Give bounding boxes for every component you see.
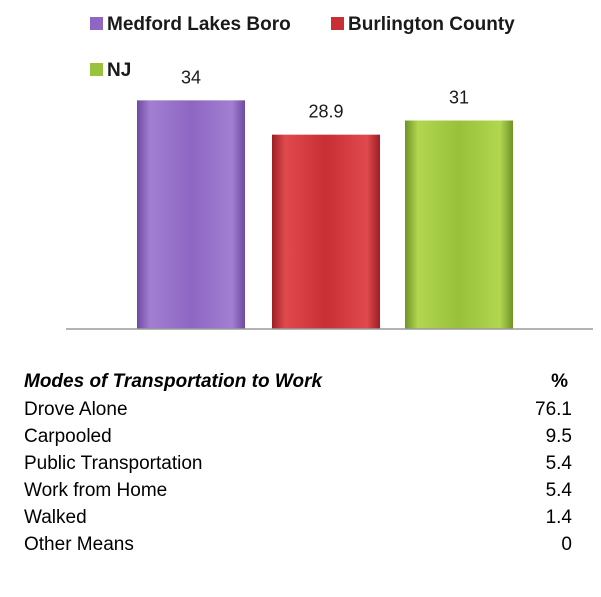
- mode-column-header: Modes of Transportation to Work: [24, 370, 323, 392]
- percent-cell: 0: [561, 534, 572, 555]
- legend-label-medford-lakes-boro: Medford Lakes Boro: [107, 14, 291, 35]
- legend-swatch-nj: [90, 63, 103, 76]
- percent-cell: 76.1: [535, 399, 572, 420]
- bar-burlington-county: [272, 134, 380, 329]
- table-row: Public Transportation 5.4: [24, 450, 572, 477]
- legend-swatch-burlington-county: [331, 17, 344, 30]
- data-label-burlington-county: 28.9: [308, 102, 343, 122]
- legend-label-nj: NJ: [107, 60, 131, 81]
- table-header-row: Modes of Transportation to Work %: [24, 366, 572, 396]
- transportation-modes-table: Modes of Transportation to Work % Drove …: [24, 366, 572, 558]
- mode-cell: Work from Home: [24, 480, 168, 501]
- mode-cell: Public Transportation: [24, 453, 203, 474]
- mode-cell: Carpooled: [24, 426, 112, 447]
- table-row: Walked 1.4: [24, 504, 572, 531]
- bar-series: 34 28.9 31: [137, 67, 513, 330]
- mode-cell: Drove Alone: [24, 399, 128, 420]
- percent-cell: 5.4: [545, 453, 572, 474]
- table-row: Drove Alone 76.1: [24, 396, 572, 423]
- table-row: Work from Home 5.4: [24, 477, 572, 504]
- percent-column-header: %: [551, 370, 568, 392]
- legend-label-burlington-county: Burlington County: [348, 14, 515, 35]
- data-label-nj: 31: [449, 88, 469, 108]
- percent-cell: 1.4: [545, 507, 572, 528]
- legend-swatch-medford-lakes-boro: [90, 17, 103, 30]
- table-row: Carpooled 9.5: [24, 423, 572, 450]
- bar-medford-lakes-boro: [137, 100, 245, 329]
- bar-nj: [405, 120, 513, 330]
- mode-cell: Other Means: [24, 534, 134, 555]
- table-row: Other Means 0: [24, 531, 572, 558]
- data-label-medford-lakes-boro: 34: [181, 67, 201, 87]
- percent-cell: 9.5: [545, 426, 572, 447]
- mode-cell: Walked: [24, 507, 87, 528]
- percent-cell: 5.4: [545, 480, 572, 501]
